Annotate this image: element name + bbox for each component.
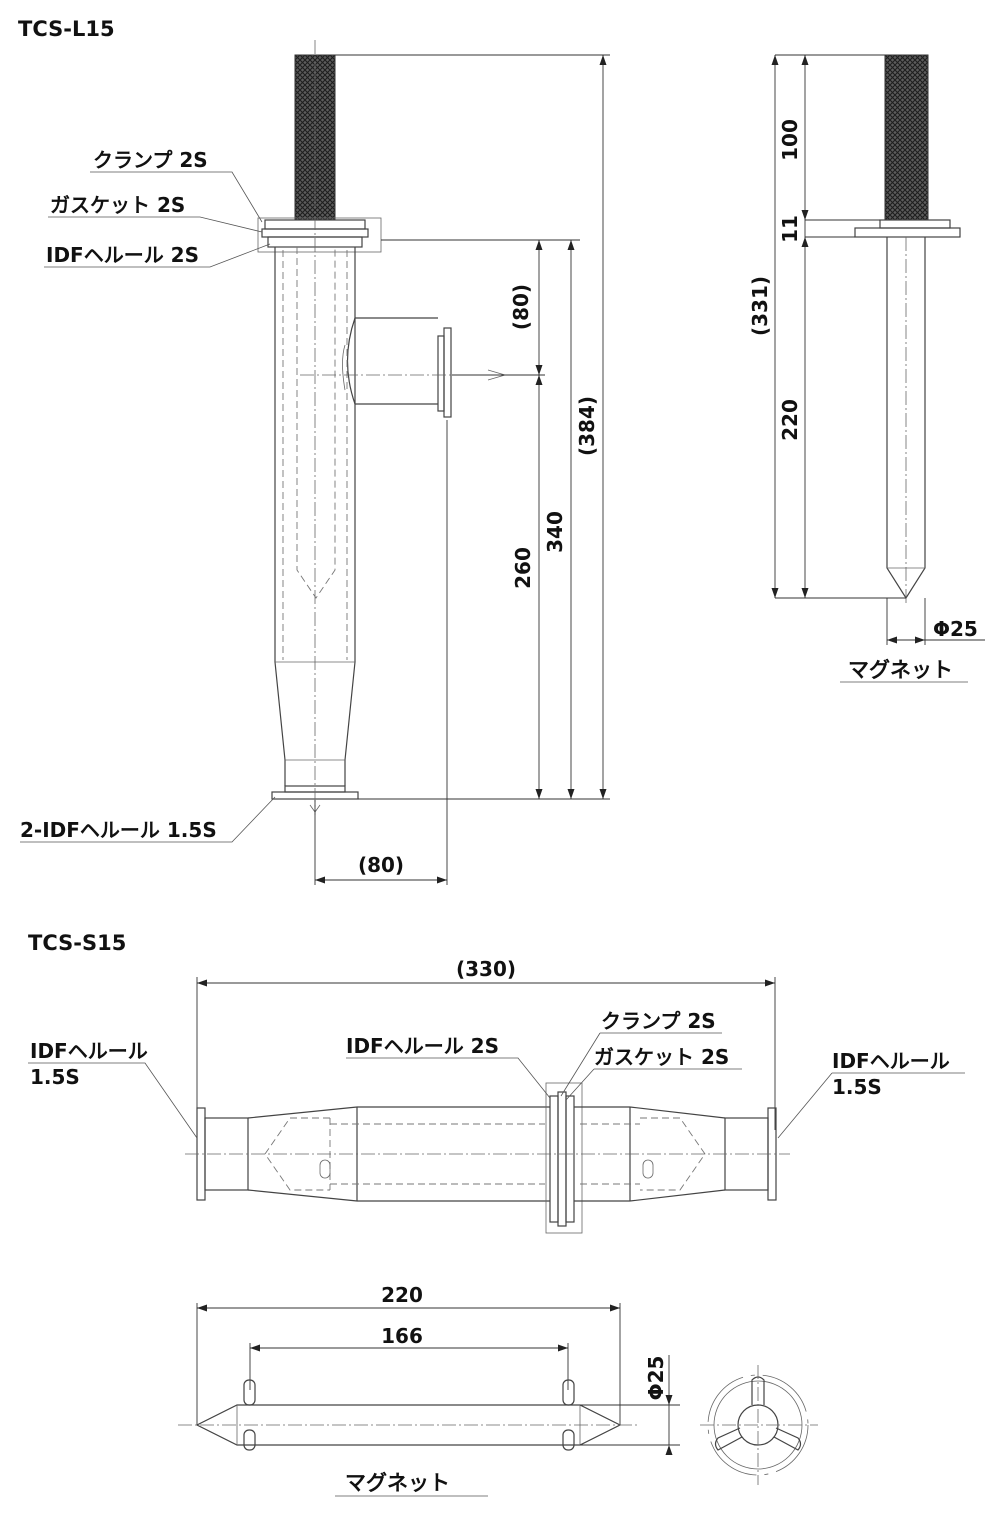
- outlet-branch: [346, 317, 438, 405]
- dim-166: 166: [381, 1324, 423, 1348]
- label-gasket-2s: ガスケット 2S: [50, 193, 185, 217]
- outlet-ferrule: [437, 335, 445, 412]
- tcs-l15-title: TCS-L15: [18, 17, 115, 41]
- tcs-s15-view: TCS-S15 (330) IDFヘルール 1.5S IDFヘルール: [28, 931, 965, 1234]
- bar-pin-bottom-left: [243, 1429, 256, 1451]
- magnet-flange-top: [879, 219, 951, 229]
- dim-220-magnet: 220: [778, 399, 802, 441]
- label-s15-center-ferrule: IDFヘルール 2S: [346, 1034, 499, 1058]
- outlet-flange: [443, 327, 452, 418]
- label-s15-right-ferrule-size: 1.5S: [832, 1075, 882, 1099]
- dim-331: (331): [748, 276, 772, 336]
- s15-left-reducer: [247, 1106, 358, 1202]
- s15-center-gasket: [557, 1091, 567, 1227]
- magnet-knurled-handle: [884, 54, 929, 221]
- bar-pin-top-right: [562, 1379, 575, 1406]
- label-s15-clamp: クランプ 2S: [601, 1009, 716, 1033]
- bar-pin-bottom-right: [562, 1429, 575, 1451]
- magnet-l-view: 100 11 (331) 220 Φ25 マグネット: [748, 54, 985, 683]
- dim-384: (384): [575, 396, 599, 456]
- label-s15-left-ferrule-size: 1.5S: [30, 1065, 80, 1089]
- dim-340: 340: [543, 511, 567, 553]
- label-bar-magnet: マグネット: [345, 1471, 450, 1495]
- dim-100: 100: [778, 119, 802, 161]
- magnet-end-view: [700, 1365, 818, 1485]
- dim-bar-dia25: Φ25: [644, 1356, 668, 1401]
- s15-clamp-detail-box: [545, 1082, 583, 1234]
- dim-80-outlet: (80): [509, 284, 533, 330]
- tcs-s15-title: TCS-S15: [28, 931, 126, 955]
- dim-dia25: Φ25: [933, 617, 978, 641]
- magnet-s-view: 220 166 Φ25 マグネット: [178, 1283, 818, 1497]
- label-s15-left-ferrule: IDFヘルール: [30, 1039, 148, 1063]
- dim-330: (330): [456, 957, 516, 981]
- dim-80-horizontal: (80): [358, 853, 404, 877]
- s15-center-clamp-left: [549, 1095, 559, 1223]
- label-idf-ferrule-2s: IDFヘルール 2S: [46, 243, 199, 267]
- main-body: [274, 247, 356, 786]
- label-bottom-ferrule: 2-IDFヘルール 1.5S: [20, 818, 217, 842]
- s15-center-clamp-right: [565, 1095, 575, 1223]
- label-magnet: マグネット: [848, 658, 953, 682]
- label-s15-gasket: ガスケット 2S: [594, 1045, 729, 1069]
- label-s15-right-ferrule: IDFヘルール: [832, 1049, 950, 1073]
- dim-11: 11: [778, 215, 802, 243]
- label-clamp-2s: クランプ 2S: [93, 148, 208, 172]
- tcs-l15-view: TCS-L15: [18, 17, 610, 885]
- dim-260: 260: [511, 547, 535, 589]
- bar-pin-top-left: [243, 1379, 256, 1406]
- magnet-flange: [854, 227, 961, 238]
- clamp-detail-box: [257, 217, 382, 253]
- dim-220-bar: 220: [381, 1283, 423, 1307]
